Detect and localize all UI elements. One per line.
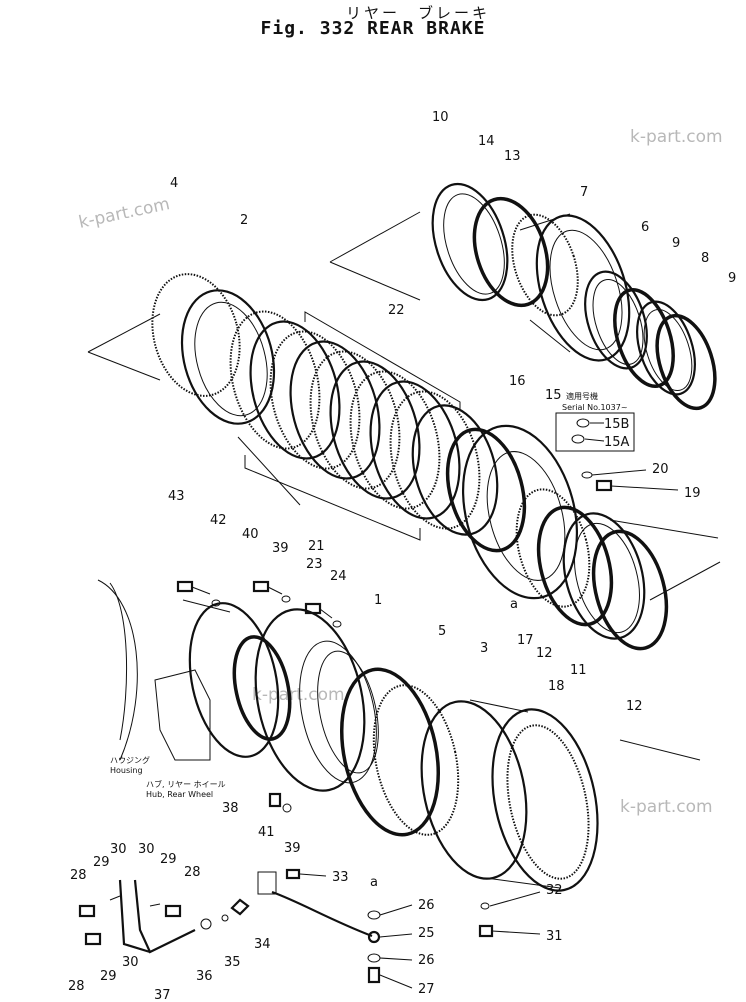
callout-14: 14 (478, 134, 495, 149)
callout-28: 28 (70, 868, 87, 883)
callout-40: 40 (242, 527, 259, 542)
callout-4: 4 (170, 176, 178, 191)
callout-12: 12 (536, 646, 553, 661)
callout-31: 31 (546, 929, 563, 944)
callout-8: 8 (701, 251, 709, 266)
callout-15b: 15B (604, 417, 629, 432)
hub-label-jp: ハブ, リヤー ホイール (146, 779, 226, 789)
callout-29: 29 (100, 969, 117, 984)
callout-37: 37 (154, 988, 171, 1002)
serial-note: Serial No.1037~ (562, 403, 628, 412)
callout-28: 28 (68, 979, 85, 994)
callout-41: 41 (258, 825, 275, 840)
callout-23: 23 (306, 557, 323, 572)
callout-30: 30 (110, 842, 127, 857)
callout-30: 30 (122, 955, 139, 970)
callout-15: 15 (545, 388, 562, 403)
callout-43: 43 (168, 489, 185, 504)
callout-2: 2 (240, 213, 248, 228)
callout-34: 34 (254, 937, 271, 952)
callout-21: 21 (308, 539, 325, 554)
callout-39: 39 (284, 841, 301, 856)
watermark: k-part.com (77, 194, 172, 233)
callout-1: 1 (374, 593, 382, 608)
callout-42: 42 (210, 513, 227, 528)
callout-13: 13 (504, 149, 521, 164)
title-japanese: リヤー ブレーキ (345, 4, 490, 22)
callout-36: 36 (196, 969, 213, 984)
callout-38: 38 (222, 801, 239, 816)
callout-33: 33 (332, 870, 349, 885)
watermark: k-part.com (252, 685, 345, 705)
callout-7: 7 (580, 185, 588, 200)
callout-6: 6 (641, 220, 649, 235)
housing-label-jp: ハウジング (110, 755, 150, 765)
callout-27: 27 (418, 982, 435, 997)
callout-30: 30 (138, 842, 155, 857)
callout-22: 22 (388, 303, 405, 318)
part-callouts: 10 14 13 7 6 9 8 9 4 2 22 16 15 15B 15A … (68, 110, 736, 1002)
callout-12: 12 (626, 699, 643, 714)
callout-29: 29 (160, 852, 177, 867)
callout-15a: 15A (604, 435, 630, 450)
watermark: k-part.com (630, 127, 723, 147)
callout-a: a (510, 597, 518, 612)
callout-3: 3 (480, 641, 488, 656)
callout-32: 32 (546, 883, 563, 898)
callout-25: 25 (418, 926, 435, 941)
callout-17: 17 (517, 633, 534, 648)
callout-35: 35 (224, 955, 241, 970)
callout-11: 11 (570, 663, 587, 678)
callout-9: 9 (728, 271, 736, 286)
callout-29: 29 (93, 855, 110, 870)
callout-9: 9 (672, 236, 680, 251)
callout-18: 18 (548, 679, 565, 694)
lower-assembly-drawing (78, 579, 599, 989)
callout-19: 19 (684, 486, 701, 501)
callout-26: 26 (418, 953, 435, 968)
callout-16: 16 (509, 374, 526, 389)
hub-label: Hub, Rear Wheel (146, 790, 213, 799)
callout-39: 39 (272, 541, 289, 556)
callout-24: 24 (330, 569, 347, 584)
figure-title: Fig. 332 REAR BRAKE (260, 18, 486, 39)
callout-10: 10 (432, 110, 449, 125)
friction-disc-stack (229, 310, 499, 536)
callout-5: 5 (438, 624, 446, 639)
callout-a: a (370, 875, 378, 890)
watermark: k-part.com (620, 797, 713, 817)
serial-note-jp: 適用号機 (566, 391, 598, 401)
callout-20: 20 (652, 462, 669, 477)
housing-label: Housing (110, 766, 143, 775)
upper-assembly-drawing (87, 182, 721, 761)
callout-28: 28 (184, 865, 201, 880)
callout-26: 26 (418, 898, 435, 913)
